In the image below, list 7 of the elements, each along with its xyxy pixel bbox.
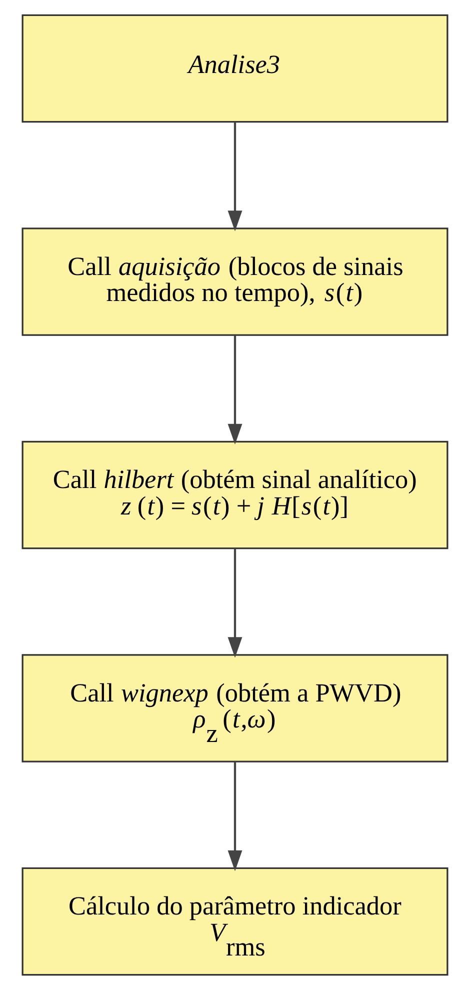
node-box: Analise3: [22, 14, 448, 123]
node-box: Call aquisição (blocos de sinais medidos no tempo), s(t): [22, 228, 448, 336]
arrow: [228, 335, 242, 445]
arrow: [228, 762, 242, 872]
node-box: Call hilbert (obtém sinal analítico) z (t) = s(t) + j H[s(t)]: [22, 440, 448, 550]
arrow: [228, 122, 242, 232]
arrow: [228, 548, 242, 658]
